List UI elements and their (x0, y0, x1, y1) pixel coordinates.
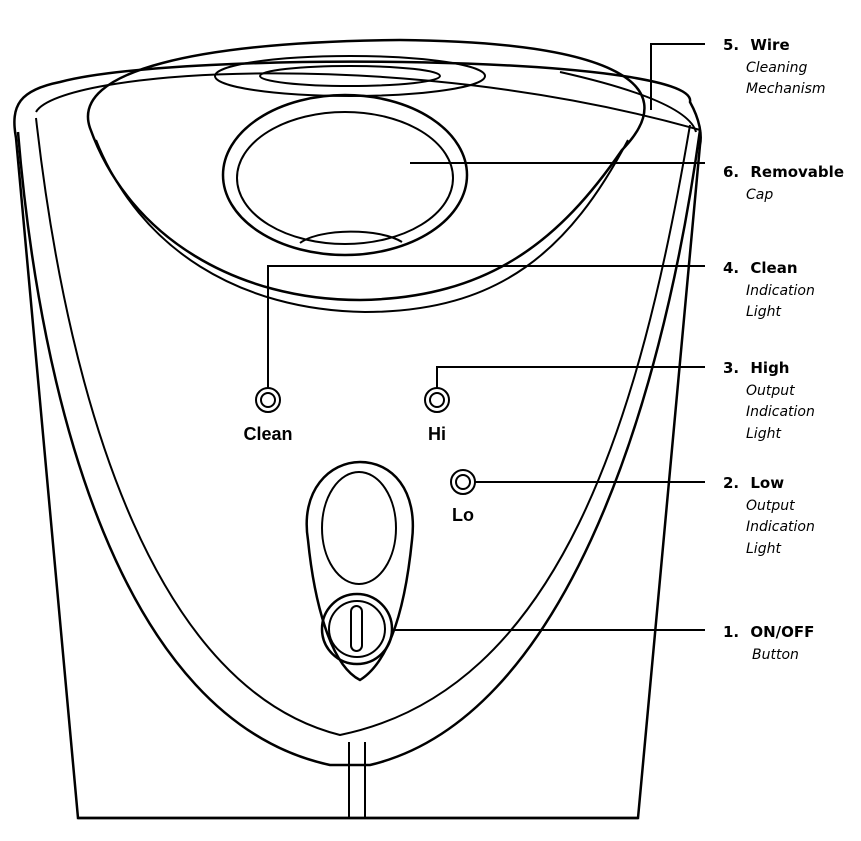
lo-light-label: Lo (452, 505, 474, 525)
callout-wire-line-1: Cleaning (746, 60, 807, 76)
lo-light-outer (450, 469, 476, 495)
svg-text:6. Removable: 6. Removable (723, 163, 844, 181)
control-window (321, 471, 397, 585)
hi-light-inner (429, 392, 445, 408)
housing-outline (13, 60, 702, 820)
hi-light-label: Hi (428, 424, 446, 444)
clean-light-inner (260, 392, 276, 408)
callout-clean: 4. Clean Indication Light (723, 259, 815, 320)
clean-light-outer (255, 387, 281, 413)
svg-text:4. Clean: 4. Clean (723, 259, 798, 277)
on-off-button-slot (350, 605, 363, 652)
svg-text:2. Low: 2. Low (723, 474, 784, 492)
callout-high: 3. High Output Indication Light (723, 359, 815, 442)
cap-opening-inner (236, 111, 454, 245)
callout-wire-title: Wire (750, 36, 789, 54)
callout-low: 2. Low Output Indication Light (723, 474, 815, 557)
device-body (13, 60, 702, 820)
leader-lines (267, 43, 705, 631)
callout-wire-line-2: Mechanism (746, 81, 826, 97)
svg-text:1. ON/OFF: 1. ON/OFF (723, 623, 814, 641)
callout-low-title: Low (750, 474, 784, 492)
lo-light-inner (455, 474, 471, 490)
callout-onoff-line-1: Button (752, 647, 799, 663)
callout-wire-number: 5. (723, 36, 739, 54)
hi-light-outer (424, 387, 450, 413)
wire-mechanism (559, 71, 697, 133)
cap-shell-inner (95, 139, 629, 314)
callout-clean-line-1: Indication (746, 283, 815, 299)
front-panel-outer (16, 129, 702, 767)
callout-onoff-title: ON/OFF (750, 623, 814, 641)
callout-clean-number: 4. (723, 259, 739, 277)
cap-opening-floor (299, 230, 403, 244)
callout-high-line-2: Indication (746, 404, 815, 420)
callout-onoff: 1. ON/OFF Button (723, 623, 814, 663)
leader-clean (267, 265, 705, 388)
clean-light-label: Clean (243, 424, 292, 444)
callout-high-line-3: Light (746, 426, 781, 442)
callout-low-line-3: Light (746, 541, 781, 557)
callout-low-line-2: Indication (746, 519, 815, 535)
callout-high-number: 3. (723, 359, 739, 377)
leader-high (436, 366, 705, 388)
cap-opening-outer (221, 93, 469, 257)
svg-text:3. High: 3. High (723, 359, 790, 377)
callout-cap: 6. Removable Cap (723, 163, 844, 203)
front-panel-inner (35, 117, 691, 737)
callout-low-line-1: Output (746, 498, 795, 514)
on-off-button[interactable] (328, 600, 386, 658)
callout-clean-title: Clean (750, 259, 797, 277)
control-oval-outer (305, 460, 415, 682)
svg-text:5. Wire: 5. Wire (723, 36, 790, 54)
callout-cap-number: 6. (723, 163, 739, 181)
callout-clean-line-2: Light (746, 304, 781, 320)
leader-wire (650, 43, 705, 110)
indicator-lights: Clean Hi Lo (243, 387, 476, 525)
callout-wire: 5. Wire Cleaning Mechanism (723, 36, 826, 97)
callout-onoff-number: 1. (723, 623, 739, 641)
controls (305, 460, 415, 682)
callout-low-number: 2. (723, 474, 739, 492)
callout-labels: 5. Wire Cleaning Mechanism 6. Removable … (723, 36, 844, 663)
callout-cap-line-1: Cap (746, 187, 773, 203)
callout-cap-title: Removable (750, 163, 844, 181)
callout-high-line-1: Output (746, 383, 795, 399)
callout-high-title: High (750, 359, 789, 377)
cap-assembly (86, 38, 697, 314)
cap-top-slot-inner (259, 65, 441, 87)
cap-shell-outer (86, 38, 646, 302)
